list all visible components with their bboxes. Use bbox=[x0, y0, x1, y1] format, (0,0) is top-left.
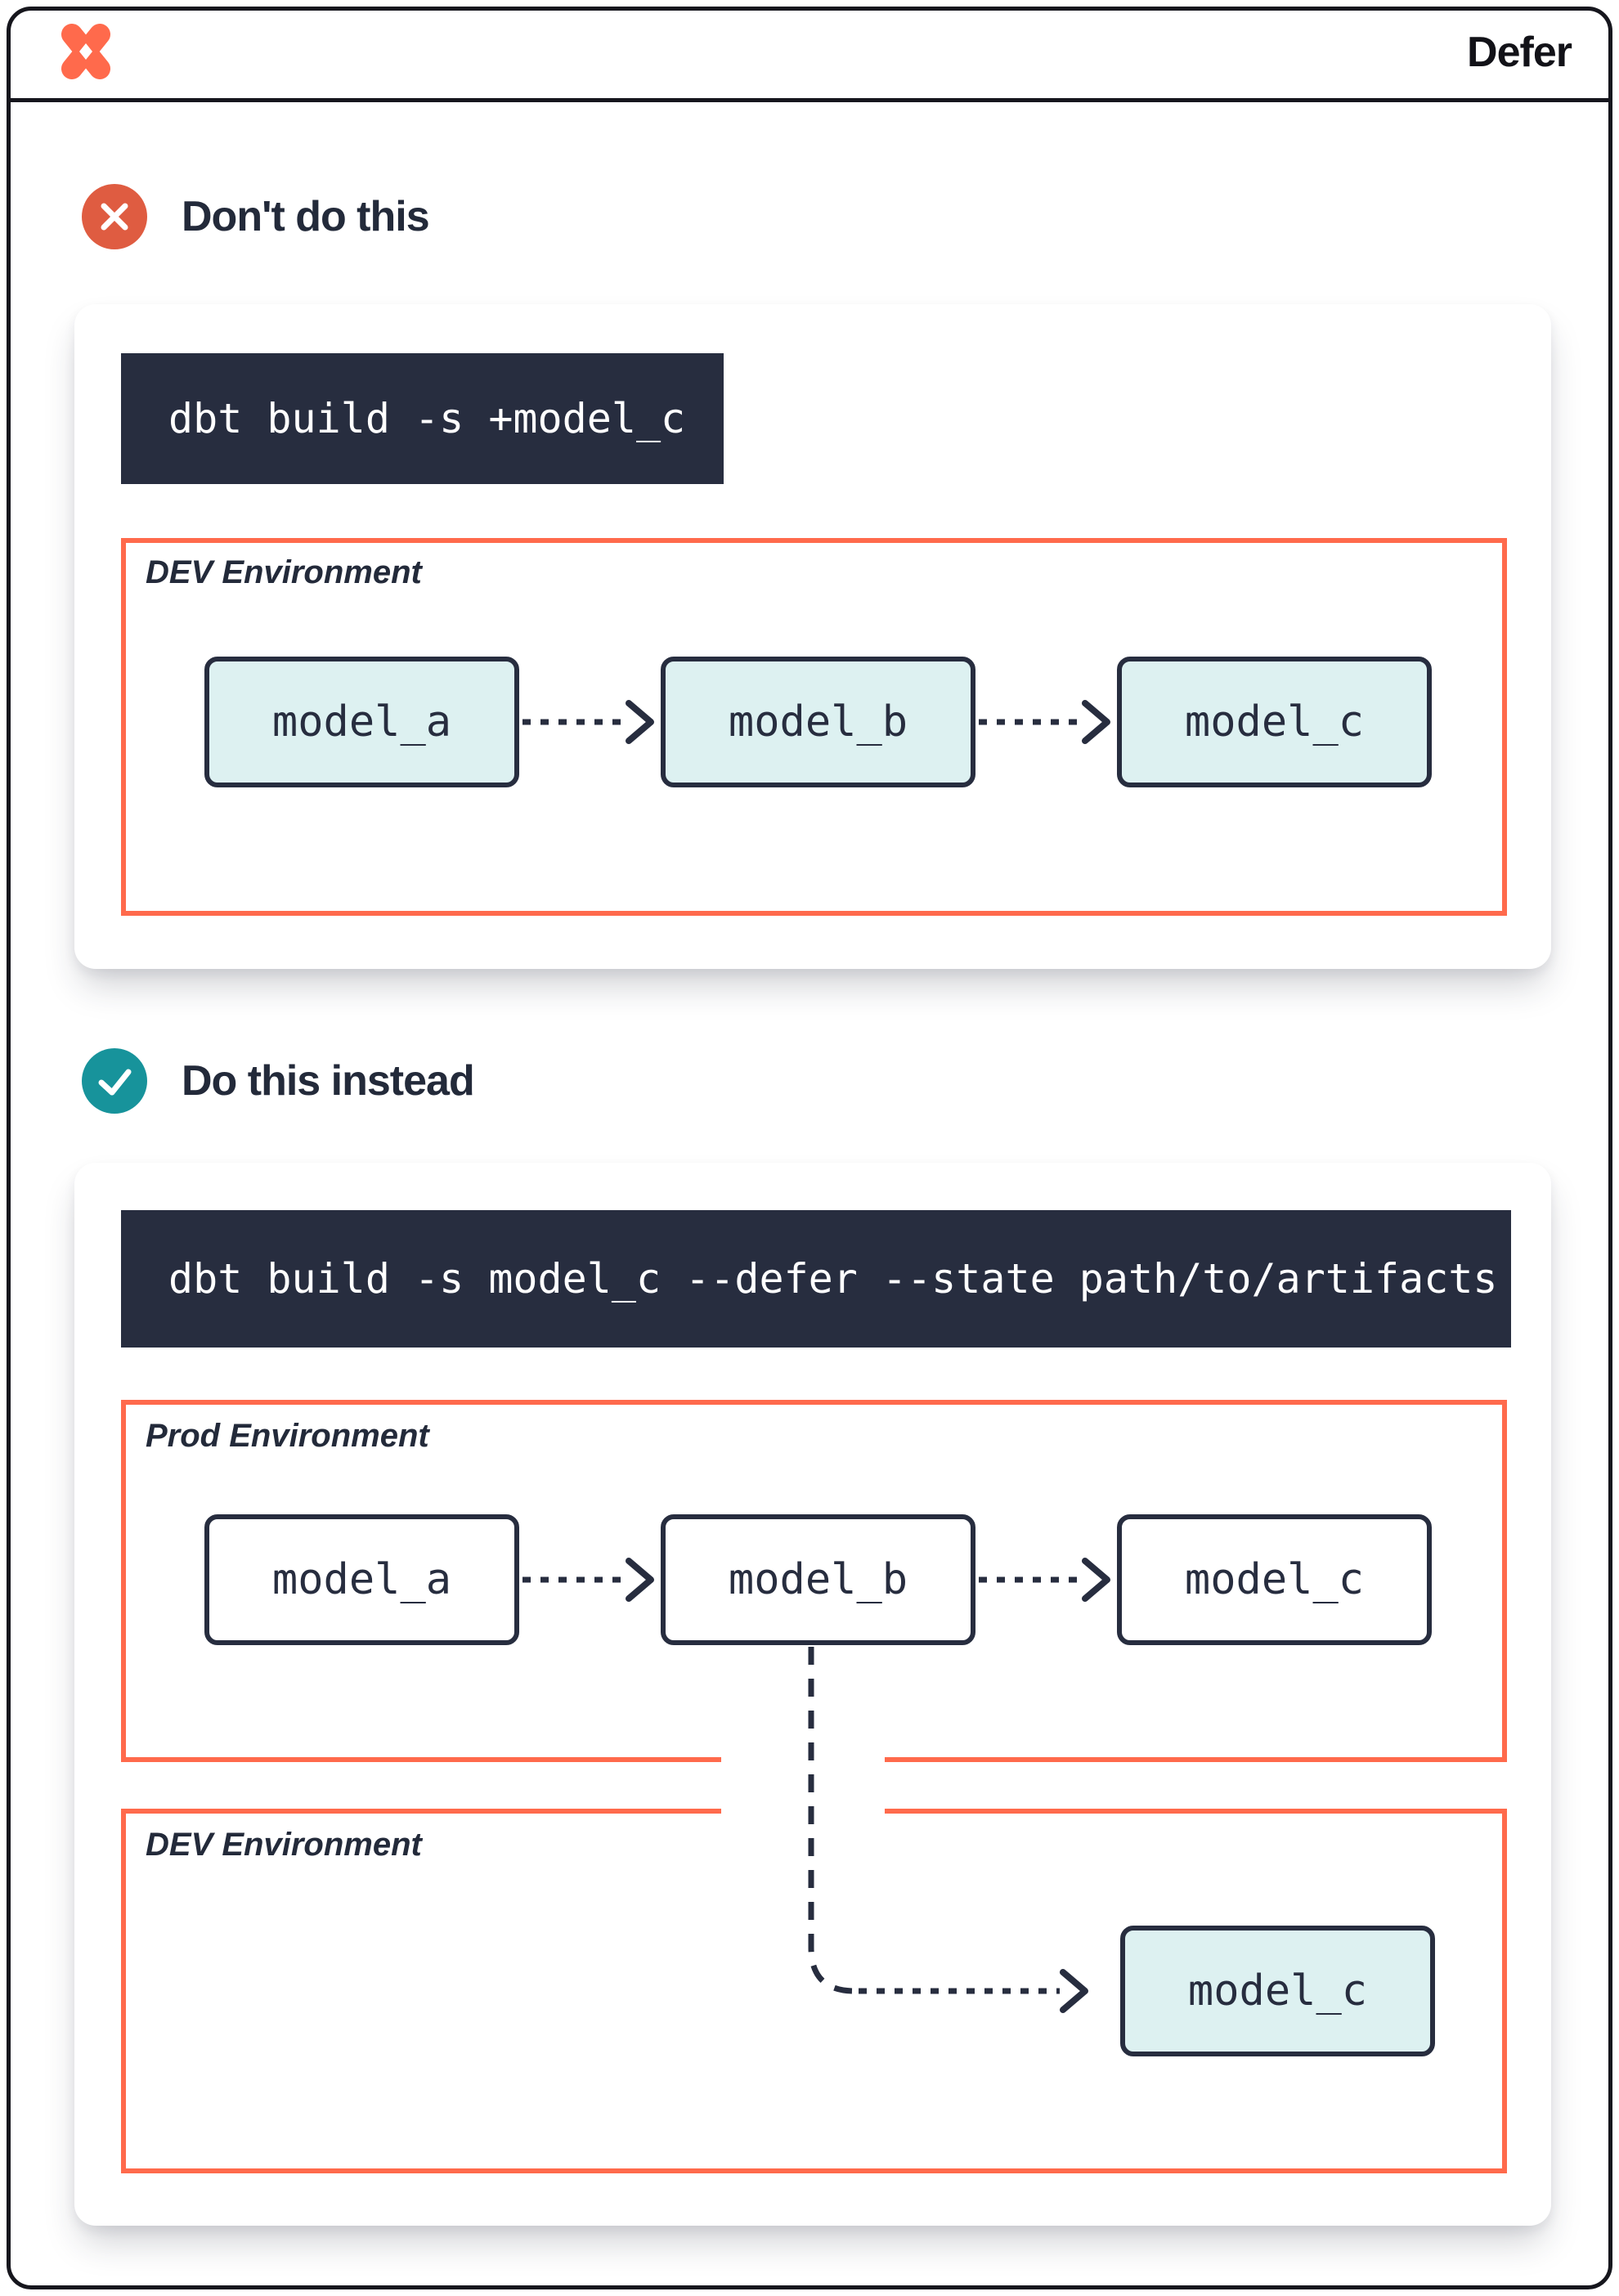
header-divider bbox=[11, 98, 1608, 102]
model-node: model_c bbox=[1117, 1514, 1432, 1645]
dbt-logo-icon bbox=[59, 21, 113, 82]
dashed-arrow-icon bbox=[975, 1557, 1117, 1603]
page-title: Defer bbox=[1467, 29, 1572, 76]
section-do-header: Do this instead bbox=[82, 1048, 475, 1114]
dashed-arrow-icon bbox=[519, 1557, 661, 1603]
env-label-dev-2: DEV Environment bbox=[146, 1827, 422, 1863]
model-node: model_c bbox=[1117, 657, 1432, 787]
command-do: dbt build -s model_c --defer --state pat… bbox=[121, 1210, 1511, 1348]
section-dont-title: Don't do this bbox=[182, 193, 430, 240]
x-circle-icon bbox=[82, 184, 147, 249]
command-dont: dbt build -s +model_c bbox=[121, 353, 724, 484]
model-node: model_b bbox=[661, 1514, 975, 1645]
env-box-dev-1 bbox=[121, 538, 1507, 916]
env-label-dev-1: DEV Environment bbox=[146, 554, 422, 590]
model-node: model_c bbox=[1120, 1926, 1435, 2056]
env-label-prod: Prod Environment bbox=[146, 1418, 429, 1454]
dashed-arrow-icon bbox=[519, 699, 661, 745]
border-gap-mask bbox=[721, 1754, 885, 1819]
section-dont-header: Don't do this bbox=[82, 184, 430, 249]
dashed-arrow-icon bbox=[975, 699, 1117, 745]
model-node: model_a bbox=[204, 657, 519, 787]
model-node: model_b bbox=[661, 657, 975, 787]
dashed-elbow-arrow-icon bbox=[777, 1645, 1128, 2021]
check-circle-icon bbox=[82, 1048, 147, 1114]
section-do-title: Do this instead bbox=[182, 1057, 475, 1105]
model-node: model_a bbox=[204, 1514, 519, 1645]
